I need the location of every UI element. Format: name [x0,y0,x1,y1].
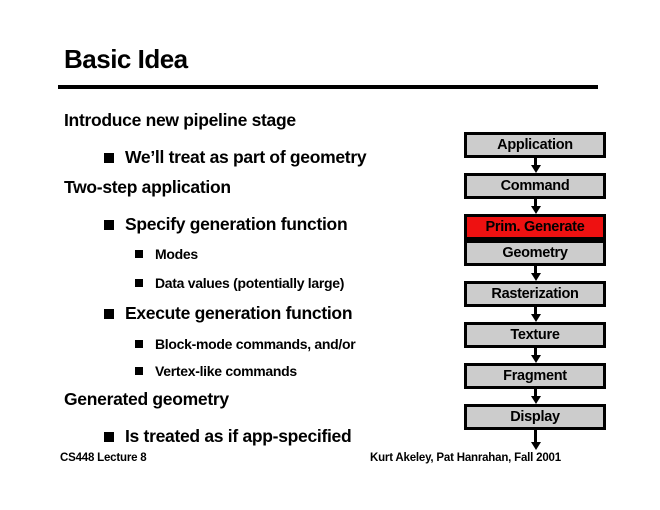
bullet-line: Generated geometry [64,389,229,410]
down-arrow-icon [530,307,541,322]
down-arrow-icon [530,430,541,450]
down-arrow-icon [530,266,541,281]
bullet-line: Two-step application [64,177,231,198]
bullet-text: Vertex-like commands [155,363,297,379]
pipeline-stage-rasterization: Rasterization [464,281,606,307]
bullet-text: We’ll treat as part of geometry [125,147,367,167]
pipeline-stage-geometry: Geometry [464,240,606,266]
bullet-square-icon [135,340,143,348]
bullet-text: Specify generation function [125,214,348,234]
bullet-line: Specify generation function [104,214,348,235]
down-arrow-icon [530,199,541,214]
bullet-text: Is treated as if app-specified [125,426,352,446]
bullet-text: Data values (potentially large) [155,275,345,291]
bullet-text: Introduce new pipeline stage [64,110,296,130]
title-underline [58,85,598,89]
pipeline-stage-prim-generate: Prim. Generate [464,214,606,240]
bullet-line: Introduce new pipeline stage [64,110,296,131]
bullet-square-icon [135,367,143,375]
bullet-square-icon [135,250,143,258]
bullet-line: Vertex-like commands [135,363,297,379]
pipeline-stage-command: Command [464,173,606,199]
bullet-square-icon [104,431,114,442]
pipeline-stage-texture: Texture [464,322,606,348]
bullet-line: Block-mode commands, and/or [135,336,356,352]
down-arrow-icon [530,389,541,404]
bullet-text: Block-mode commands, and/or [155,336,356,352]
bullet-line: We’ll treat as part of geometry [104,147,367,168]
pipeline-stage-fragment: Fragment [464,363,606,389]
bullet-line: Data values (potentially large) [135,275,344,291]
footer-course-label: CS448 Lecture 8 [60,452,147,464]
bullet-line: Execute generation function [104,303,353,324]
bullet-square-icon [104,219,114,230]
bullet-text: Modes [155,246,198,262]
bullet-text: Generated geometry [64,389,229,409]
bullet-text: Two-step application [64,177,231,197]
pipeline-stage-application: Application [464,132,606,158]
bullet-square-icon [104,308,114,319]
down-arrow-icon [530,348,541,363]
bullet-square-icon [135,279,143,287]
bullet-line: Modes [135,246,198,262]
slide-title: Basic Idea [64,44,188,74]
bullet-square-icon [104,152,114,163]
down-arrow-icon [530,158,541,173]
bullet-line: Is treated as if app-specified [104,426,352,447]
bullet-text: Execute generation function [125,303,353,323]
footer-credits: Kurt Akeley, Pat Hanrahan, Fall 2001 [370,452,561,464]
pipeline-stage-display: Display [464,404,606,430]
